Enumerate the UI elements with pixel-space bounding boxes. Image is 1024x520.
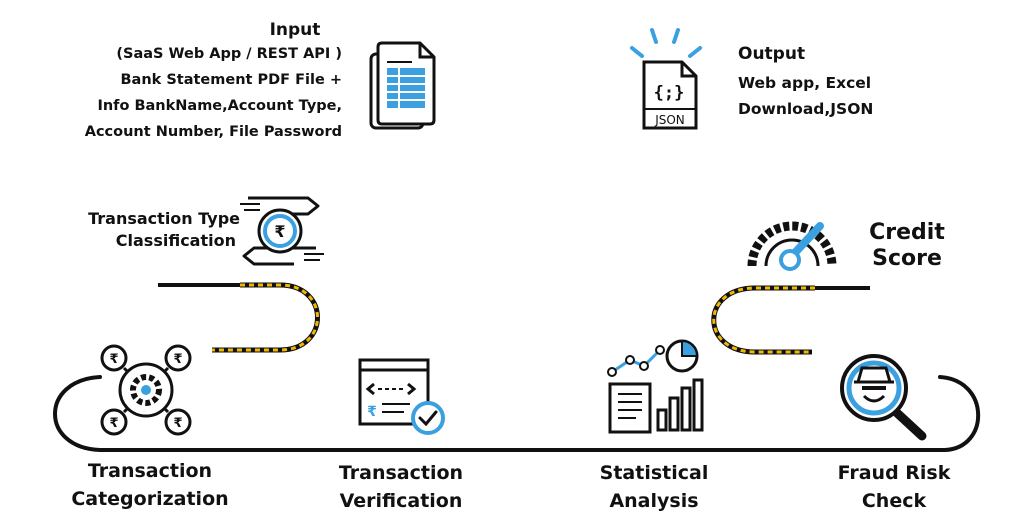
left-connector-base bbox=[212, 282, 320, 353]
rupee-exchange-icon: ₹ bbox=[240, 196, 324, 266]
input-line-3: Info BankName,Account Type, bbox=[97, 98, 342, 114]
verified-document-icon: ₹ bbox=[358, 358, 445, 435]
classification-label-2: Classification bbox=[115, 231, 236, 250]
output-line-2: Download,JSON bbox=[738, 100, 874, 118]
analysis-label-2: Analysis bbox=[609, 490, 699, 512]
credit-label-2: Score bbox=[872, 246, 942, 271]
input-line-4: Account Number, File Password bbox=[84, 124, 342, 140]
left-connector-dashed bbox=[212, 283, 319, 352]
rupee-symbol: ₹ bbox=[274, 222, 285, 241]
verification-label-1: Transaction bbox=[338, 462, 464, 484]
categorization-label-1: Transaction bbox=[87, 460, 213, 482]
json-file-icon: {;} JSON bbox=[630, 28, 702, 130]
rupee-symbol-verify: ₹ bbox=[367, 404, 377, 420]
input-line-2: Bank Statement PDF File + bbox=[120, 72, 342, 88]
gear-rupee-icon: ₹ ₹ ₹ ₹ bbox=[100, 344, 192, 436]
right-connector-dashed bbox=[712, 286, 815, 354]
verification-label-2: Verification bbox=[339, 490, 463, 512]
speedometer-gauge-icon bbox=[747, 221, 837, 271]
analysis-label-1: Statistical bbox=[599, 462, 709, 484]
rupee-coin-tr: ₹ bbox=[173, 352, 182, 367]
output-line-1: Web app, Excel bbox=[738, 74, 872, 92]
detective-magnifier-icon bbox=[840, 354, 927, 441]
input-title: Input bbox=[269, 20, 321, 40]
categorization-label-2: Categorization bbox=[71, 488, 229, 510]
rupee-coin-tl: ₹ bbox=[109, 352, 118, 367]
credit-label-1: Credit bbox=[869, 220, 945, 245]
json-glyph: {;} bbox=[654, 83, 685, 103]
fraud-label-2: Check bbox=[861, 490, 927, 512]
output-title: Output bbox=[738, 44, 806, 64]
rupee-coin-br: ₹ bbox=[173, 416, 182, 431]
document-spreadsheet-icon bbox=[369, 41, 436, 130]
analytics-chart-icon bbox=[607, 339, 704, 434]
right-connector-base bbox=[711, 285, 815, 355]
fraud-label-1: Fraud Risk bbox=[837, 462, 951, 484]
json-badge: JSON bbox=[654, 113, 685, 127]
bottom-track-line bbox=[53, 375, 981, 452]
rupee-coin-bl: ₹ bbox=[109, 416, 118, 431]
input-line-1: (SaaS Web App / REST API ) bbox=[116, 46, 342, 62]
classification-label-1: Transaction Type bbox=[88, 209, 240, 228]
